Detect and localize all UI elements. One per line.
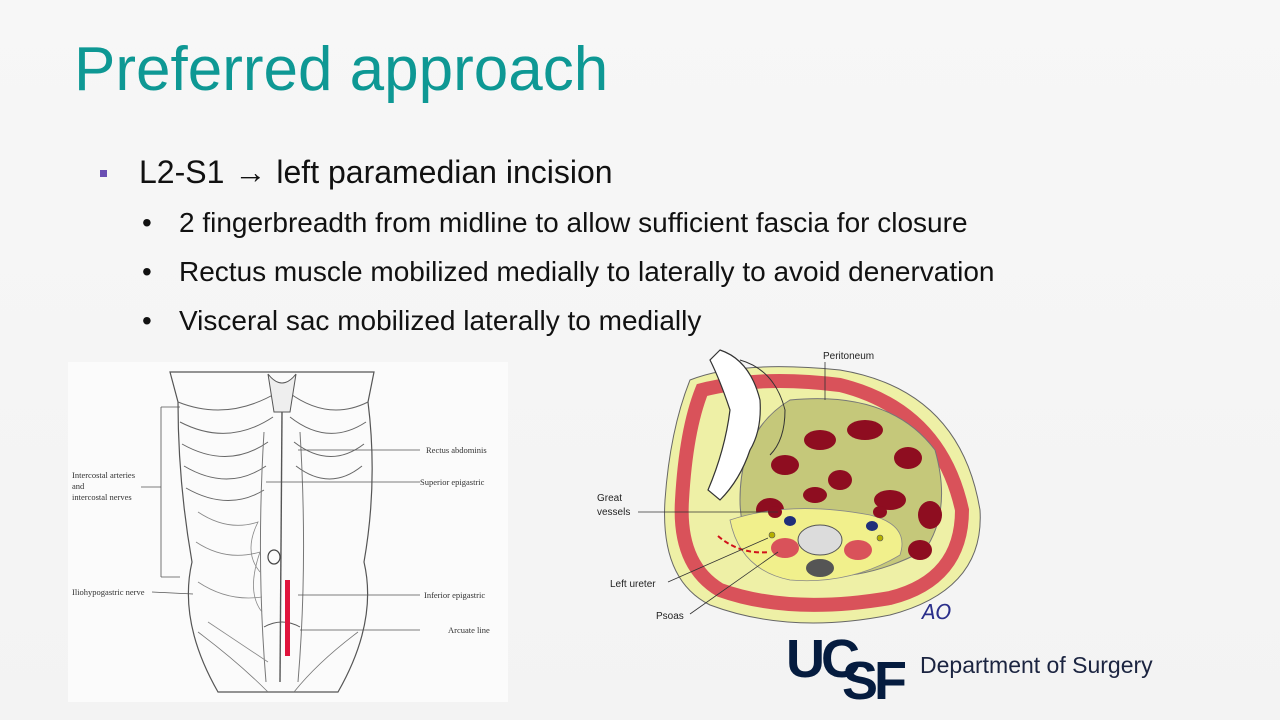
label-intercostal-2: and [72, 481, 85, 491]
ucsf-logo: UC SF Department of Surgery [786, 629, 1186, 708]
label-psoas: Psoas [656, 611, 684, 622]
label-iliohypogastric: Iliohypogastric nerve [72, 587, 145, 597]
artist-initials: AO [922, 600, 952, 624]
label-superior-epigastric: Superior epigastric [420, 477, 485, 487]
abdominal-wall-illustration: Intercostal arteries and intercostal ner… [68, 362, 508, 702]
logo-sf: SF [842, 651, 907, 711]
bullet-square-icon [100, 170, 107, 177]
main-bullet-lead: L2-S1 [139, 154, 225, 190]
label-vessels: vessels [597, 507, 630, 518]
label-great: Great [597, 493, 622, 504]
right-arrow-icon: → [234, 154, 267, 190]
bullet-dot-icon: • [142, 305, 152, 336]
sub-bullet: • Visceral sac mobilized laterally to me… [142, 305, 701, 337]
sub-bullet-text: 2 fingerbreadth from midline to allow su… [179, 207, 968, 238]
sub-bullet: • 2 fingerbreadth from midline to allow … [142, 207, 968, 239]
bullet-dot-icon: • [142, 256, 152, 287]
sub-bullet-text: Visceral sac mobilized laterally to medi… [179, 305, 702, 336]
sub-bullet-text: Rectus muscle mobilized medially to late… [179, 256, 995, 287]
main-bullet: L2-S1 → left paramedian incision [100, 154, 613, 191]
department-name: Department of Surgery [920, 652, 1153, 678]
label-left-ureter: Left ureter [610, 579, 656, 590]
label-rectus-abdominis: Rectus abdominis [426, 445, 487, 455]
label-peritoneum: Peritoneum [823, 351, 874, 362]
bullet-dot-icon: • [142, 207, 152, 238]
label-intercostal-3: intercostal nerves [72, 492, 132, 502]
logo-uc: UC [786, 629, 860, 689]
incision-line [285, 580, 290, 656]
label-inferior-epigastric: Inferior epigastric [424, 590, 485, 600]
sub-bullet: • Rectus muscle mobilized medially to la… [142, 256, 995, 288]
slide-title: Preferred approach [74, 35, 609, 104]
main-bullet-text: left paramedian incision [276, 154, 613, 190]
abdominal-cross-section-illustration: Peritoneum Great vessels Left ureter Pso… [597, 349, 981, 624]
label-intercostal-1: Intercostal arteries [72, 470, 135, 480]
label-arcuate-line: Arcuate line [448, 625, 490, 635]
